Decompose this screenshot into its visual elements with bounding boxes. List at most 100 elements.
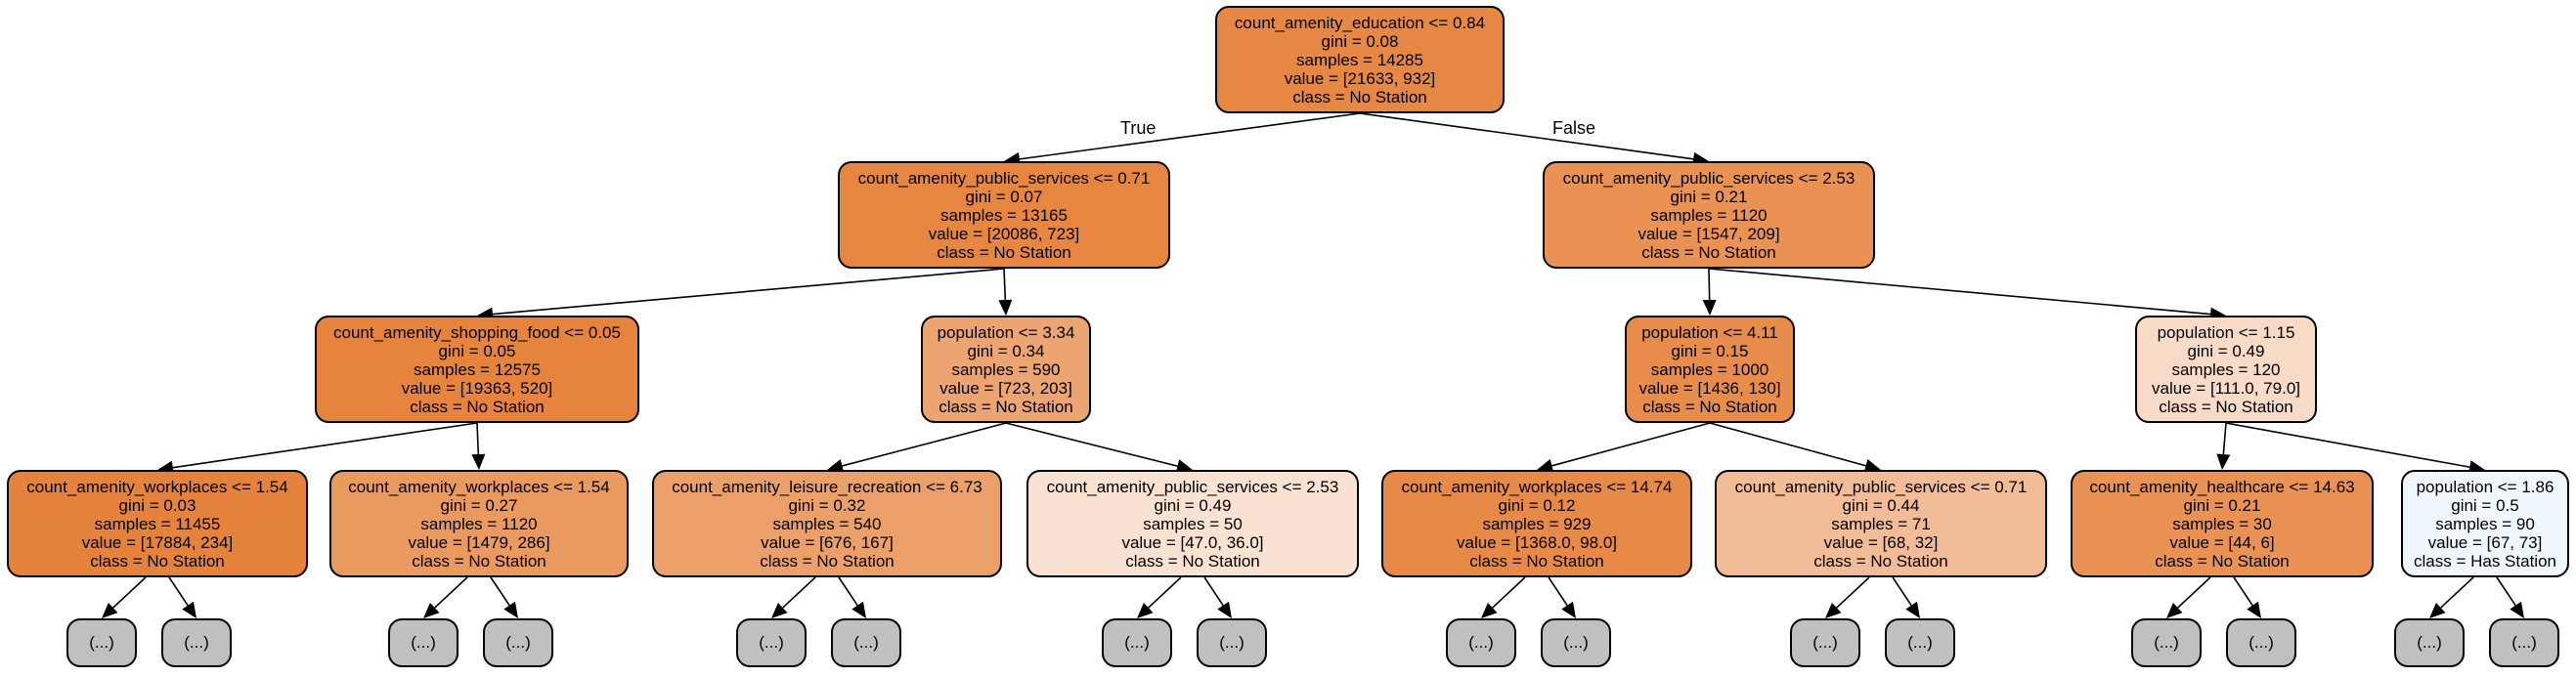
node-line: value = [19363, 520] [401, 378, 553, 398]
edge-n_rll-trunc-0 [1492, 576, 1526, 609]
node-line: class = No Station [1813, 551, 1948, 571]
truncated-node: (...) [2226, 618, 2296, 667]
edge-n_rlr-trunc-1 [1892, 576, 1912, 607]
edge-n_lrr-trunc-0 [1148, 576, 1182, 609]
edge-n_llr-trunc-1 [490, 576, 510, 607]
node-line: gini = 0.03 [118, 495, 196, 515]
truncated-node: (...) [1102, 618, 1172, 667]
edge-n_rl-n_rlr [1709, 422, 1866, 467]
edge-n_r-n_rr [1708, 268, 2211, 316]
edge-n_rrl-trunc-1-arrowhead [2247, 601, 2261, 618]
node-line: samples = 11455 [94, 514, 221, 533]
node-line: gini = 0.27 [440, 495, 518, 515]
node-line: gini = 0.21 [2183, 495, 2261, 515]
edge-n_ll-n_llr [476, 422, 480, 455]
edge-n_r-n_rl-arrowhead [1702, 299, 1717, 316]
node-line: count_amenity_workplaces <= 1.54 [348, 477, 610, 496]
node-line: class = No Station [1641, 242, 1776, 262]
node-line: population <= 1.86 [2416, 477, 2554, 496]
node-line: samples = 120 [2171, 360, 2281, 379]
edge-n_lr-n_lrr [1005, 422, 1178, 467]
node-line: samples = 1120 [1650, 205, 1768, 225]
edge-root-n_l [1019, 112, 1361, 160]
edge-n_llr-trunc-0 [434, 576, 468, 609]
node-line: class = No Station [1642, 397, 1777, 416]
edge-n_lll-trunc-1 [168, 576, 189, 607]
node-line: samples = 540 [772, 514, 882, 533]
edge-label-false: False [1552, 118, 1596, 138]
edge-n_rlr-trunc-0-arrowhead [1825, 602, 1842, 618]
truncated-node: (...) [2394, 618, 2465, 667]
edge-n_rlr-trunc-0 [1836, 576, 1870, 609]
edge-n_rl-n_rll [1551, 422, 1711, 467]
node-line: gini = 0.34 [967, 341, 1045, 360]
truncated-node: (...) [2131, 618, 2202, 667]
node-line: samples = 590 [951, 360, 1061, 379]
edge-n_rlr-trunc-1-arrowhead [1905, 601, 1920, 618]
edge-n_rl-n_rll-arrowhead [1537, 459, 1554, 473]
node-line: class = No Station [410, 397, 545, 416]
edge-n_lrr-trunc-1 [1203, 576, 1224, 607]
edge-n_lll-trunc-0 [112, 576, 147, 609]
edge-n_lr-n_lrr-arrowhead [1175, 459, 1193, 473]
edge-n_rr-n_rrl [2222, 422, 2227, 455]
node-line: gini = 0.08 [1321, 31, 1399, 51]
node-line: class = No Station [937, 242, 1071, 262]
node-line: count_amenity_public_services <= 0.71 [1734, 477, 2028, 496]
node-line: samples = 30 [2172, 514, 2272, 533]
node-line: class = No Station [2155, 551, 2290, 571]
truncated-node: (...) [2489, 618, 2559, 667]
node-line: class = No Station [412, 551, 546, 571]
edge-n_llr-trunc-1-arrowhead [503, 601, 518, 618]
edge-n_rr-n_rrr [2225, 422, 2470, 468]
node-line: samples = 71 [1831, 514, 1931, 533]
node-line: count_amenity_leisure_recreation <= 6.73 [672, 477, 982, 496]
node-line: samples = 1000 [1650, 360, 1769, 379]
node-line: samples = 929 [1482, 514, 1592, 533]
node-line: samples = 1120 [420, 514, 538, 533]
node-line: class = No Station [1125, 551, 1260, 571]
edge-n_rrl-trunc-1 [2233, 576, 2253, 607]
edge-n_lr-n_lrl-arrowhead [827, 459, 845, 473]
edge-n_lrr-trunc-0-arrowhead [1137, 602, 1154, 618]
truncated-node: (...) [831, 618, 901, 667]
edge-n_l-n_lr [1003, 268, 1007, 301]
truncated-node: (...) [1446, 618, 1516, 667]
node-line: gini = 0.21 [1670, 187, 1748, 206]
edge-n_rl-n_rlr-arrowhead [1863, 459, 1881, 473]
node-line: samples = 14285 [1296, 50, 1423, 69]
node-line: population <= 3.34 [937, 322, 1075, 342]
node-line: count_amenity_public_services <= 0.71 [857, 168, 1151, 188]
node-line: value = [1547, 209] [1637, 224, 1780, 243]
node-line: class = No Station [1469, 551, 1604, 571]
node-line: value = [676, 167] [761, 532, 894, 552]
edge-n_l-n_ll [492, 268, 1005, 316]
truncated-node: (...) [1885, 618, 1955, 667]
node-line: gini = 0.12 [1498, 495, 1576, 515]
node-line: value = [1436, 130] [1638, 378, 1781, 398]
node-line: samples = 50 [1143, 514, 1243, 533]
truncated-node: (...) [736, 618, 807, 667]
node-line: gini = 0.07 [965, 187, 1043, 206]
edge-n_rll-trunc-1 [1548, 576, 1568, 607]
edge-n_rrr-trunc-0-arrowhead [2429, 602, 2446, 618]
node-line: value = [44, 6] [2169, 532, 2275, 552]
node-line: samples = 12575 [414, 360, 541, 379]
edge-n_lrl-trunc-1 [838, 576, 858, 607]
node-line: count_amenity_workplaces <= 1.54 [26, 477, 288, 496]
node-line: value = [17884, 234] [81, 532, 234, 552]
truncated-node: (...) [66, 618, 137, 667]
truncated-node: (...) [483, 618, 553, 667]
node-line: class = No Station [2159, 397, 2293, 416]
edge-n_rrr-trunc-0 [2440, 576, 2474, 609]
